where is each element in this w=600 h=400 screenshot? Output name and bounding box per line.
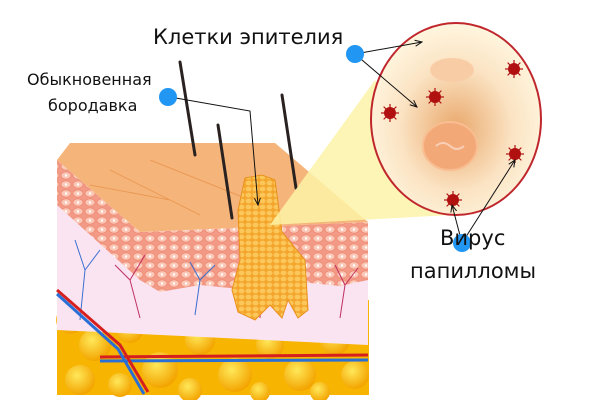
label-epithelial-cells: Клетки эпителия: [153, 25, 343, 49]
hair-icon: [178, 60, 298, 220]
virus-particle-icon: [505, 60, 523, 78]
label-virus-2: папилломы: [410, 259, 536, 283]
pointer-arrows: [169, 42, 515, 244]
fat-globule: [65, 365, 95, 395]
marker-dot-virus: [453, 234, 471, 252]
label-virus-1: Вирус: [440, 226, 505, 250]
virus-particle-icon: [444, 191, 462, 209]
blood-vessel-icon: [55, 288, 369, 395]
fat-globule: [250, 382, 270, 400]
fat-globule: [218, 358, 252, 392]
virus-particle-icon: [426, 88, 444, 106]
fat-globule: [310, 382, 330, 400]
magnified-cell: [370, 22, 542, 216]
virus-particle-icon: [381, 104, 399, 122]
virus-particle-icon: [506, 145, 524, 163]
fat-globule: [108, 373, 132, 397]
label-common-wart-2: бородавка: [48, 96, 137, 115]
marker-dot-epithelial: [346, 45, 364, 63]
marker-dot-wart: [159, 88, 177, 106]
fat-globule: [284, 359, 316, 391]
wart: [231, 174, 309, 321]
fat-globule: [178, 378, 202, 400]
fat-globule: [341, 361, 369, 389]
label-common-wart-1: Обыкновенная: [27, 70, 152, 89]
